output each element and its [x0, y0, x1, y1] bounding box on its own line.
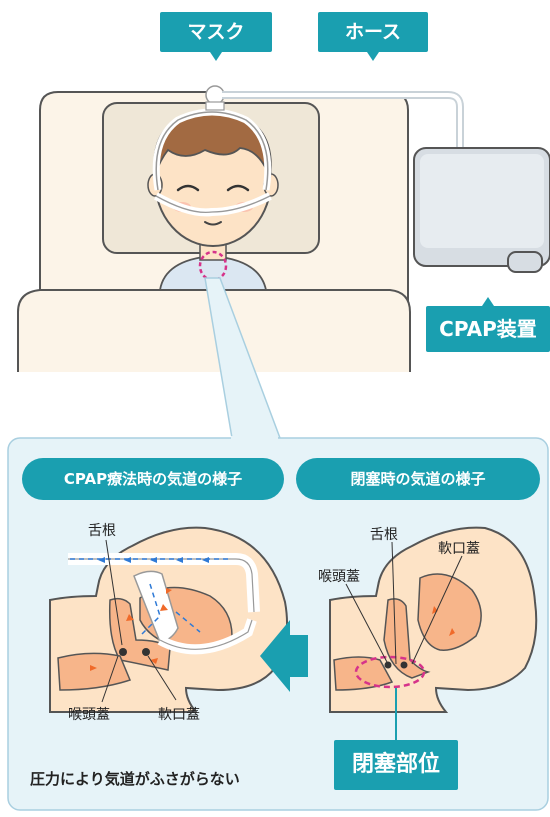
right-epiglottis-label: 喉頭蓋	[318, 569, 360, 585]
left-soft-palate-label: 軟口蓋	[158, 707, 200, 723]
mask-label: マスク	[160, 12, 272, 61]
occlusion-site-label-text: 閉塞部位	[351, 752, 440, 777]
occlusion-ring	[354, 655, 426, 689]
left-tongue-root-label: 舌根	[88, 523, 116, 539]
mask-label-pointer	[210, 52, 222, 61]
occlusion-site-label: 閉塞部位	[334, 740, 458, 790]
hose-label: ホース	[318, 12, 428, 61]
cpap-device-label-text: CPAP装置	[439, 317, 537, 341]
left-panel-title: CPAP療法時の気道の様子	[22, 458, 284, 500]
right-panel-title: 閉塞時の気道の様子	[296, 458, 540, 500]
cpap-device-label: CPAP装置	[426, 297, 550, 352]
right-soft-palate-label: 軟口蓋	[438, 541, 480, 557]
right-tongue-root-label: 舌根	[370, 527, 398, 543]
right-head	[329, 526, 538, 740]
cpap-caption: 圧力により気道がふさがらない	[30, 770, 240, 788]
hose-label-pointer	[367, 52, 379, 61]
left-head	[49, 526, 288, 713]
transition-arrow	[260, 620, 308, 692]
mask-connector	[205, 85, 225, 105]
hose-label-text: ホース	[344, 21, 402, 43]
left-epiglottis-label: 喉頭蓋	[68, 707, 110, 723]
cpap-device-art	[413, 147, 550, 273]
person	[147, 85, 279, 291]
cpap-device-label-pointer	[482, 297, 494, 306]
mask-label-text: マスク	[187, 21, 245, 43]
